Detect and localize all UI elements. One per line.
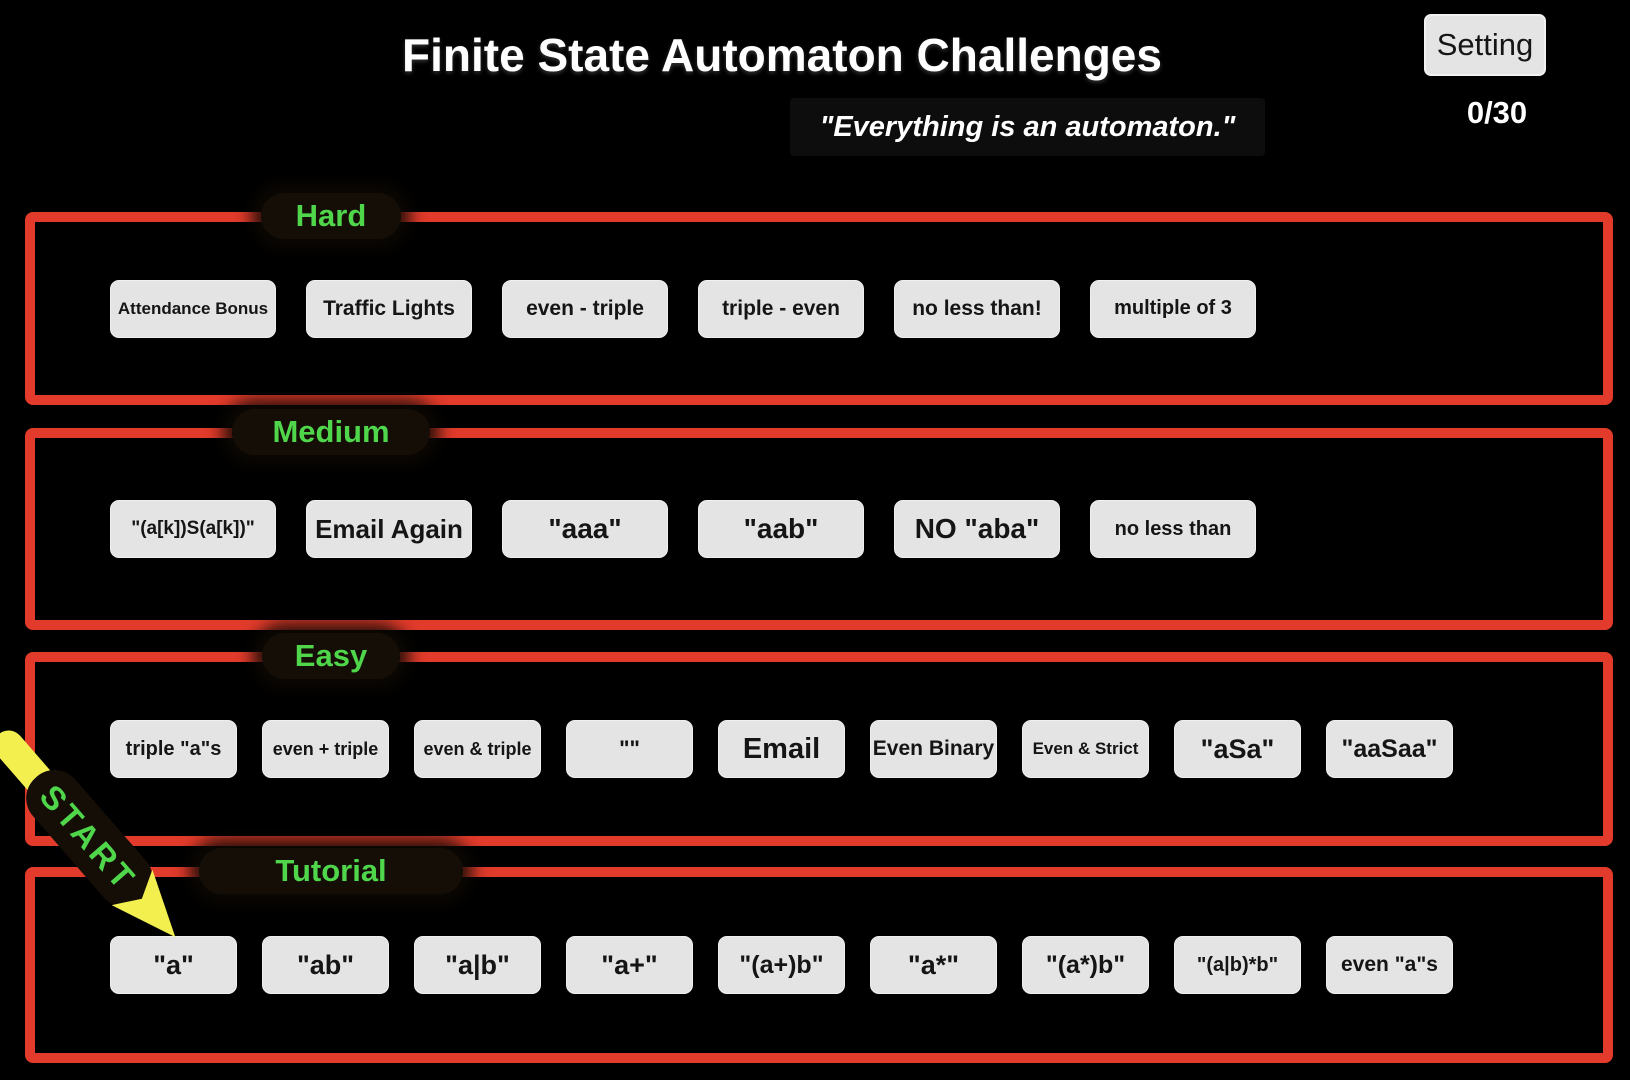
section-easy: Easy triple "a"s even + triple even & trip… [25,633,1613,846]
challenge-button[interactable]: "a*" [870,936,997,994]
challenge-button[interactable]: "aSa" [1174,720,1301,778]
page-title: Finite State Automaton Challenges [402,29,1162,81]
section-medium: Medium "(a[k])S(a[k])" Email Again "aaa" "a… [25,409,1613,630]
challenge-button[interactable]: Even & Strict [1022,720,1149,778]
challenge-button[interactable]: Traffic Lights [306,279,472,338]
challenge-row-medium: "(a[k])S(a[k])" Email Again "aaa" "aab" NO "… [110,500,1256,558]
challenge-button[interactable]: Attendance Bonus [110,279,276,338]
challenge-button[interactable]: even "a"s [1326,936,1453,994]
challenge-button[interactable]: "a|b" [414,936,541,994]
challenge-button[interactable]: "(a[k])S(a[k])" [110,500,276,558]
challenge-button[interactable]: Email Again [306,500,472,558]
challenge-button[interactable]: "aaSaa" [1326,720,1453,778]
section-hard: Hard Attendance Bonus Traffic Lights even … [25,193,1613,405]
page-subtitle: "Everything is an automaton." [790,98,1265,156]
challenge-button[interactable]: Even Binary [870,720,997,778]
challenge-button[interactable]: no less than! [894,279,1060,338]
section-tutorial: Tutorial "a" "ab" "a|b" "a+" "(a+)b" "a*" "(a*… [25,848,1613,1063]
challenge-button[interactable]: "" [566,720,693,778]
challenge-button[interactable]: even & triple [414,720,541,778]
challenge-button[interactable]: "(a|b)*b" [1174,936,1301,994]
challenge-button[interactable]: "ab" [262,936,389,994]
challenge-button[interactable]: "(a*)b" [1022,936,1149,994]
challenge-button[interactable]: "aab" [698,500,864,558]
challenge-button[interactable]: "a+" [566,936,693,994]
challenge-button[interactable]: multiple of 3 [1090,279,1256,338]
progress-counter: 0/30 [1466,95,1528,130]
challenge-row-easy: triple "a"s even + triple even & triple "" E… [110,720,1453,778]
challenge-row-tutorial: "a" "ab" "a|b" "a+" "(a+)b" "a*" "(a*)b" "(a|b)… [110,936,1453,994]
challenge-button[interactable]: triple "a"s [110,720,237,778]
section-label-hard: Hard [261,193,401,239]
section-label-medium: Medium [232,409,430,455]
challenge-row-hard: Attendance Bonus Traffic Lights even - tri… [110,279,1256,338]
section-label-tutorial: Tutorial [199,848,463,894]
challenge-button[interactable]: triple - even [698,279,864,338]
challenge-button[interactable]: "(a+)b" [718,936,845,994]
challenge-button[interactable]: Email [718,720,845,778]
challenge-button[interactable]: "aaa" [502,500,668,558]
section-label-easy: Easy [262,633,400,679]
challenge-button[interactable]: "a" [110,936,237,994]
challenge-button[interactable]: no less than [1090,500,1256,558]
challenge-button[interactable]: even + triple [262,720,389,778]
settings-button[interactable]: Setting [1424,14,1546,76]
challenge-button[interactable]: even - triple [502,279,668,338]
challenge-button[interactable]: NO "aba" [894,500,1060,558]
